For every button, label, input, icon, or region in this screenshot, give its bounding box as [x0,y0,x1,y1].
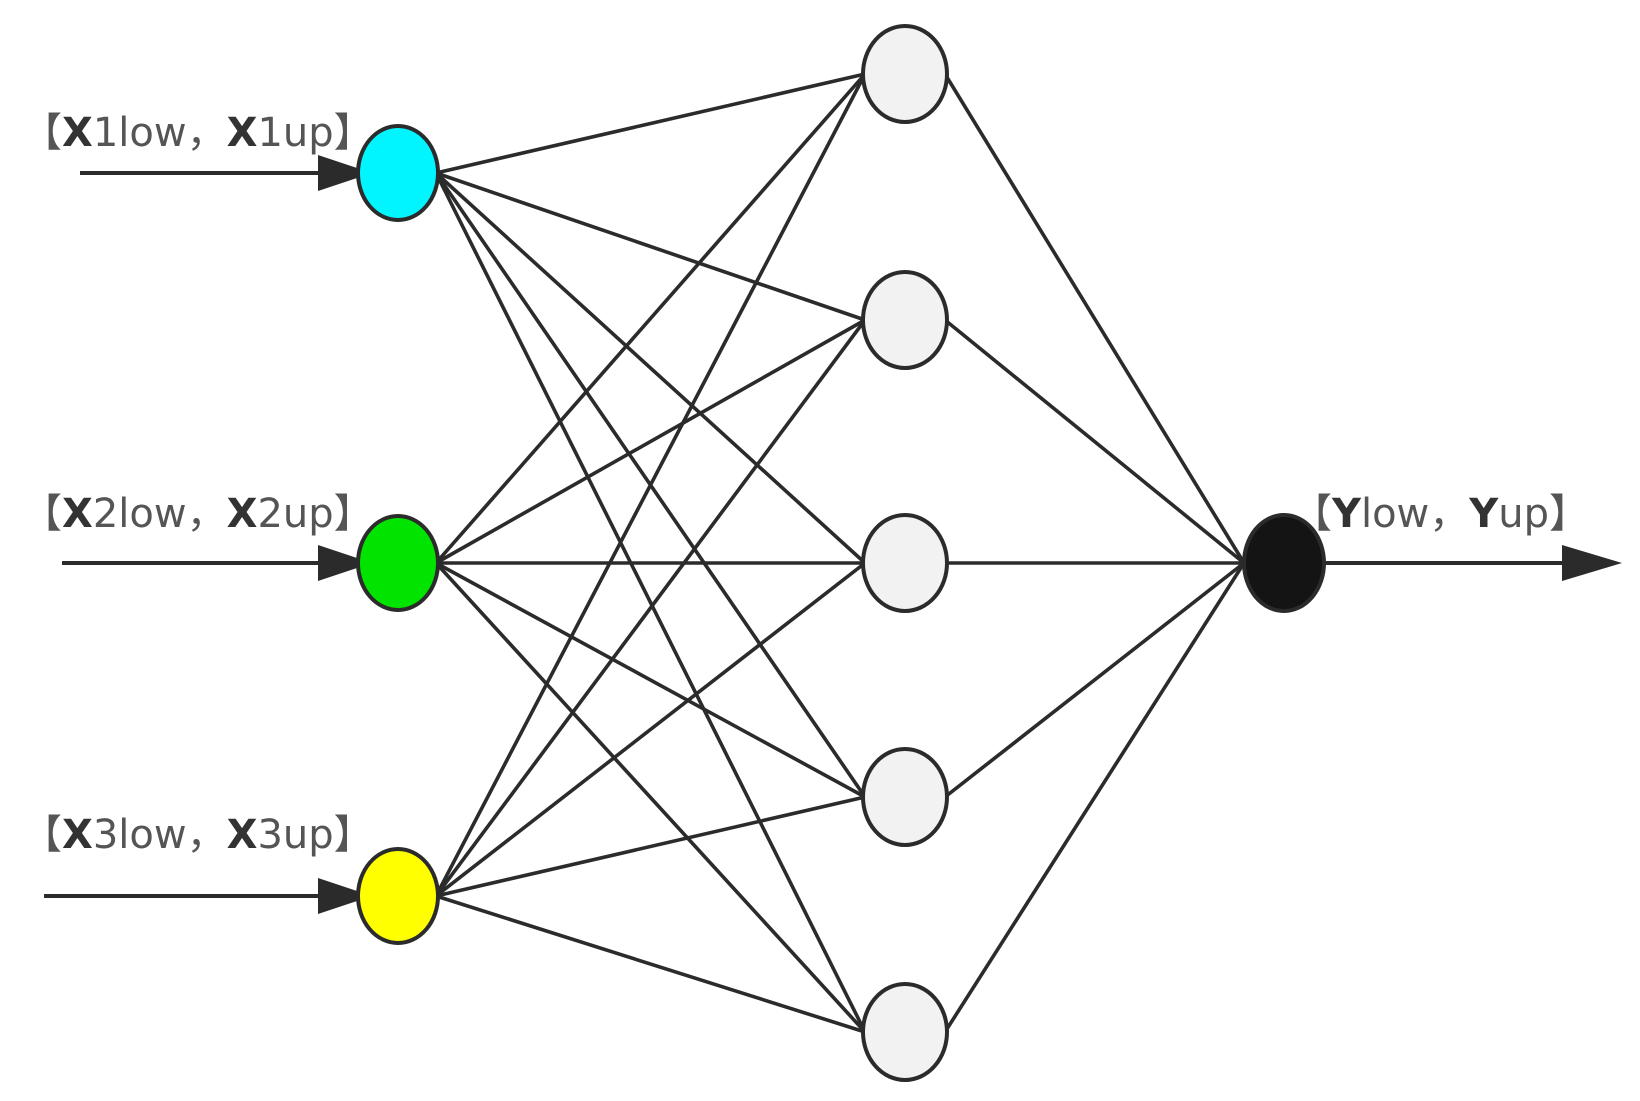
edge-input-1-hidden-2 [435,171,866,322]
edge-hidden-2-output [943,318,1246,565]
input-node-2 [356,514,440,612]
edge-input-3-hidden-1 [434,73,867,897]
connection-lines [434,72,1246,1034]
edge-input-2-hidden-4 [435,561,866,799]
input-arrow-1-head [318,155,372,191]
edge-input-3-hidden-2 [434,318,867,898]
edge-input-1-hidden-3 [434,171,867,565]
input-node-3 [356,847,440,945]
edge-input-1-hidden-1 [435,72,866,175]
hidden-node-4 [861,747,949,847]
nodes [356,24,1326,1082]
edge-input-2-hidden-5 [434,561,867,1034]
input-label-2: 【X2low，X2up】 [22,491,374,537]
input-arrow-3-head [318,878,372,914]
edge-input-1-hidden-5 [434,172,867,1033]
edge-hidden-5-output [943,562,1246,1033]
output-node [1242,513,1326,613]
output-label: 【Ylow，Yup】 [1292,491,1589,537]
edge-input-2-hidden-1 [434,72,867,565]
hidden-node-3 [861,513,949,613]
edge-input-2-hidden-2 [435,318,866,565]
edge-hidden-4-output [943,561,1246,799]
hidden-node-1 [861,24,949,124]
edge-hidden-1-output [943,73,1246,564]
input-label-3: 【X3low，X3up】 [22,812,374,858]
input-arrows [44,155,372,914]
input-node-1 [356,124,440,222]
hidden-node-5 [861,982,949,1082]
input-label-1: 【X1low，X1up】 [22,110,374,156]
edge-input-3-hidden-4 [435,795,866,898]
edge-input-3-hidden-3 [434,561,867,898]
input-arrow-2-head [318,545,372,581]
hidden-node-2 [861,270,949,370]
output-arrow-head [1562,545,1622,581]
edge-input-3-hidden-5 [435,894,866,1034]
output-arrow [1325,545,1622,581]
